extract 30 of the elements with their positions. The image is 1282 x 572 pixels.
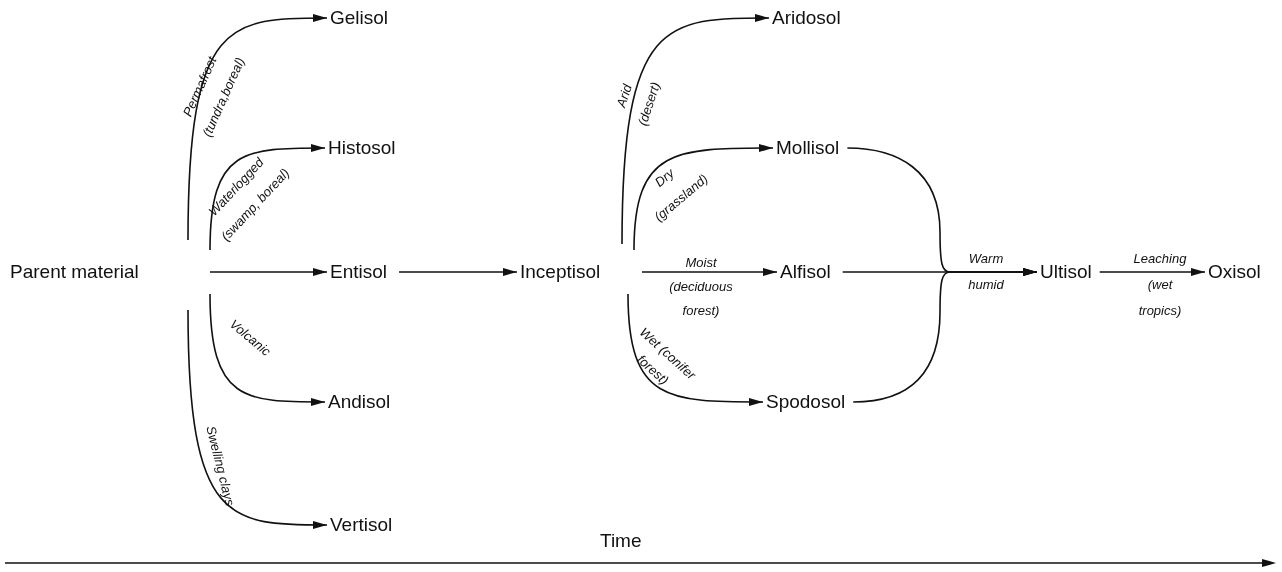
soil-order-label: Mollisol bbox=[776, 137, 840, 159]
soil-order-label: Aridosol bbox=[772, 7, 841, 29]
arrow bbox=[1098, 268, 1206, 276]
soil-order-label: Gelisol bbox=[330, 7, 389, 29]
soil-order-label: Entisol bbox=[330, 261, 388, 283]
arrow bbox=[187, 309, 328, 529]
edge-label: Swelling clays bbox=[202, 423, 239, 510]
edge-label: Moist (deciduous forest) bbox=[668, 254, 734, 320]
arrow bbox=[209, 268, 328, 276]
arrow bbox=[209, 144, 326, 251]
axis-label: Time bbox=[600, 530, 642, 552]
soil-order-label: Histosol bbox=[328, 137, 396, 159]
soil-order-label: Andisol bbox=[328, 391, 391, 413]
soil-order-label: Oxisol bbox=[1208, 261, 1261, 283]
soil-order-label: Alfisol bbox=[780, 261, 831, 283]
soil-order-label: Inceptisol bbox=[520, 261, 601, 283]
arrow bbox=[209, 293, 326, 406]
edge-label: Warm humid bbox=[967, 250, 1005, 294]
soil-order-label: Ultisol bbox=[1040, 261, 1092, 283]
soil-order-label: Vertisol bbox=[330, 514, 393, 536]
arrow bbox=[633, 144, 774, 251]
soil-order-label: Parent material bbox=[10, 261, 139, 283]
soil-order-label: Spodosol bbox=[766, 391, 846, 413]
edge-label: Leaching (wet tropics) bbox=[1132, 250, 1188, 320]
arrow bbox=[641, 268, 778, 276]
arrow bbox=[398, 268, 518, 276]
arrow bbox=[627, 293, 764, 406]
arrow bbox=[187, 14, 328, 241]
arrow bbox=[852, 268, 1038, 403]
arrow bbox=[621, 14, 770, 245]
